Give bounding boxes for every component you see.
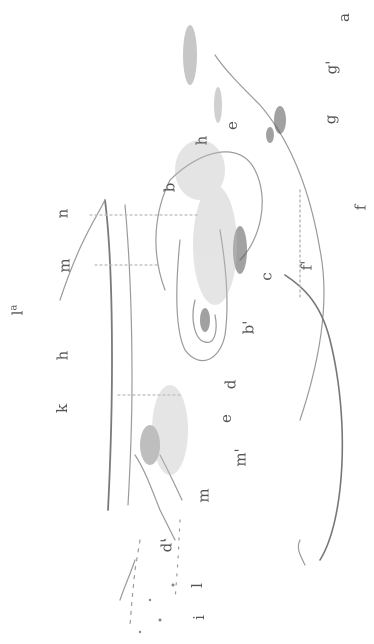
label-n: n <box>55 209 70 219</box>
label-d: d <box>223 380 238 390</box>
label-g-prime: g' <box>324 61 339 75</box>
label-e-mid: e <box>219 414 234 423</box>
label-g: g <box>323 115 338 125</box>
label-h-mid: h <box>55 351 70 361</box>
label-b-prime: b' <box>241 321 256 335</box>
label-d-prime: d' <box>159 539 174 553</box>
label-i: i <box>192 615 207 620</box>
label-m-low: m <box>197 488 212 502</box>
label-l-a: la <box>9 305 25 316</box>
label-c: c <box>260 272 275 280</box>
label-a: a <box>337 13 352 22</box>
label-m-prime: m' <box>234 448 249 466</box>
label-f-prime: f' <box>299 261 314 271</box>
label-f: f <box>353 205 368 211</box>
label-m: m <box>58 258 73 272</box>
label-k: k <box>55 404 70 413</box>
label-h-top: h <box>194 136 209 146</box>
label-e-top: e <box>225 121 240 130</box>
label-l-low: l <box>190 583 205 588</box>
label-b: b <box>162 183 177 193</box>
